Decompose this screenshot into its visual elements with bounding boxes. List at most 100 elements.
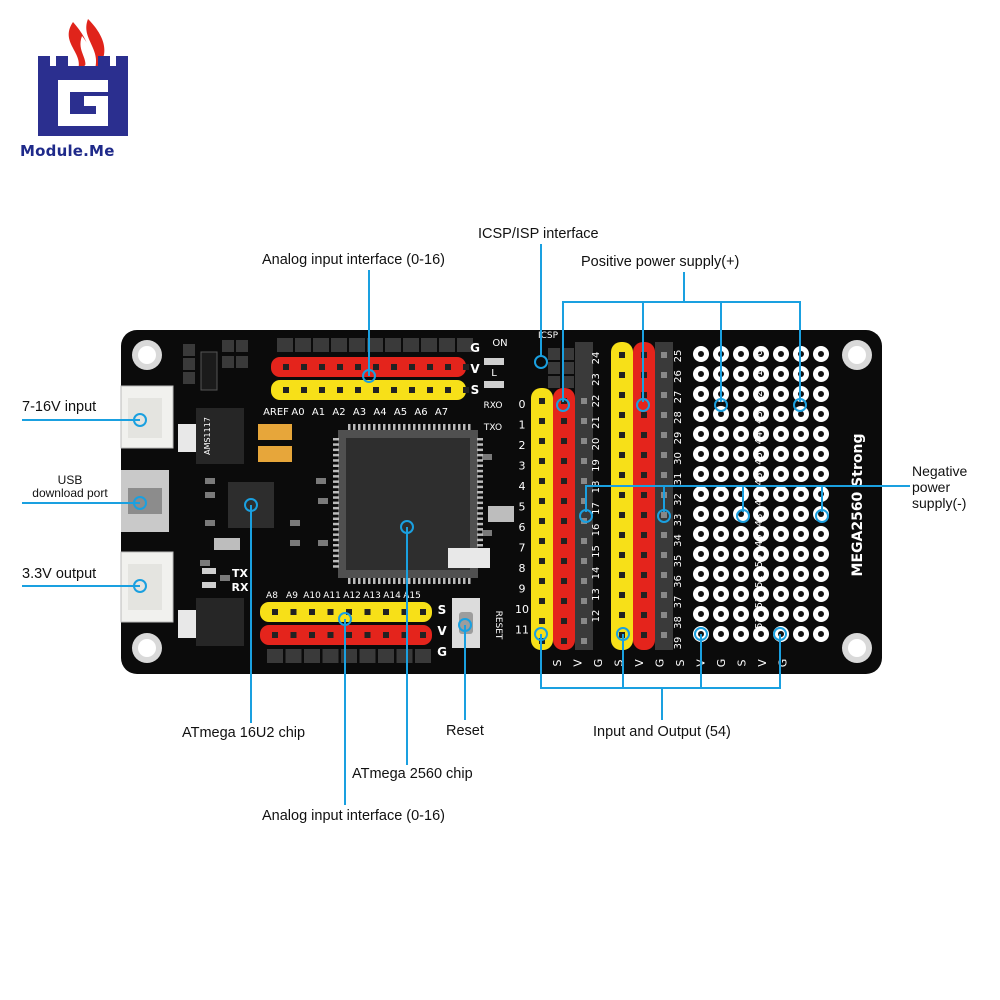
analog-top-label: A7 [435, 407, 448, 418]
pin-hole [283, 387, 289, 393]
brand-name: Module.Me [20, 142, 115, 160]
proto-label: 51 [754, 575, 765, 588]
proto-pad-hole [798, 531, 804, 537]
icsp-pin [548, 376, 560, 388]
chip-pin [333, 522, 339, 526]
chip-pin [413, 424, 416, 430]
chip-pin [398, 424, 401, 430]
proto-label: 47 [754, 493, 765, 506]
proto-pad-hole [738, 531, 744, 537]
chip-pin [333, 501, 339, 505]
chip-pin [393, 578, 396, 584]
pin-hole [561, 458, 567, 464]
digital-label: 0 [519, 398, 526, 411]
pin-hole [641, 472, 647, 478]
proto-pad-hole [698, 531, 704, 537]
jumper-header [178, 610, 198, 638]
analog-bottom-label: A10 [303, 591, 321, 601]
analog-bottom-label: A8 [266, 591, 278, 601]
smd-component [482, 530, 492, 536]
icsp-pin [562, 376, 574, 388]
analog-bottom-label: A15 [403, 591, 421, 601]
proto-label: 42 [754, 391, 765, 404]
pin-header [385, 338, 401, 352]
digital-label: 33 [673, 514, 684, 527]
pin-hole [581, 578, 587, 584]
pin-header [349, 338, 365, 352]
pin-hole [355, 387, 361, 393]
pin-hole [619, 412, 625, 418]
svg-row-label: G [592, 659, 605, 668]
pin-hole [581, 418, 587, 424]
pin-hole [561, 638, 567, 644]
pin-header [183, 344, 195, 356]
chip-pin [477, 443, 483, 446]
pin-hole [661, 392, 667, 398]
pcb [121, 330, 882, 674]
chip-pin [378, 578, 381, 584]
pin-hole [327, 609, 334, 615]
pin-hole [581, 618, 587, 624]
digital-label: 5 [519, 501, 526, 514]
callout-atmega16u2: ATmega 16U2 chip [182, 725, 306, 741]
digital-label: 11 [515, 624, 529, 637]
callout-analog-bottom: Analog input interface (0-16) [262, 808, 445, 824]
chip-pin [358, 424, 361, 430]
chip-pin [413, 578, 416, 584]
proto-pad-hole [778, 431, 784, 437]
callout-positive: Positive power supply(+) [581, 254, 740, 270]
pin-hole [290, 609, 297, 615]
reset-label: RESET [493, 611, 503, 640]
svg-row-label: S [613, 659, 626, 666]
chip-pin [333, 459, 339, 462]
pin-hole [539, 398, 545, 404]
proto-label: 44 [754, 432, 765, 445]
chip-pin [353, 578, 356, 584]
chip-pin [418, 578, 421, 584]
chip-label-sticker [448, 548, 490, 568]
jumper-header [178, 424, 198, 452]
callout-7-16v: 7-16V input [22, 399, 97, 415]
pin-header [222, 356, 234, 368]
callout-usb: USB download port [22, 474, 118, 500]
chip-pin [477, 544, 483, 547]
proto-pad-hole [738, 471, 744, 477]
chip-pin [348, 578, 351, 584]
proto-pad-hole [758, 631, 764, 637]
pin-header [331, 338, 347, 352]
icsp-pin [562, 362, 574, 374]
chip-pin [477, 538, 483, 542]
proto-pad-hole [758, 451, 764, 457]
chip-pin [383, 424, 386, 430]
pin-hole [420, 632, 426, 638]
pin-hole [309, 609, 315, 615]
chip-pin [333, 549, 339, 552]
proto-pad-hole [698, 571, 704, 577]
proto-label: 48 [754, 514, 765, 527]
analog-bottom-label: A12 [343, 591, 361, 601]
proto-pad-hole [718, 551, 724, 557]
pin-hole [346, 609, 352, 615]
proto-pad-hole [698, 551, 704, 557]
digital-label: 3 [519, 460, 526, 473]
pin-header [183, 372, 195, 384]
proto-pad-hole [758, 351, 764, 357]
proto-pad-hole [778, 391, 784, 397]
pin-hole [364, 609, 371, 615]
pin-header [236, 356, 248, 368]
proto-pad-hole [758, 371, 764, 377]
pin-hole [661, 552, 667, 558]
chip-pin [428, 424, 431, 430]
pin-hole [539, 458, 545, 464]
pin-hole [661, 352, 667, 358]
proto-pad-hole [698, 451, 704, 457]
chip-pin [468, 424, 471, 430]
proto-pad-hole [798, 511, 804, 517]
proto-pad-hole [738, 511, 744, 517]
proto-pad-hole [738, 591, 744, 597]
callout-negative-line2: power [912, 479, 951, 495]
chip-pin [333, 475, 339, 478]
digital-label: 26 [673, 370, 684, 383]
module-me-logo [38, 19, 128, 136]
chip-pin [438, 578, 441, 584]
